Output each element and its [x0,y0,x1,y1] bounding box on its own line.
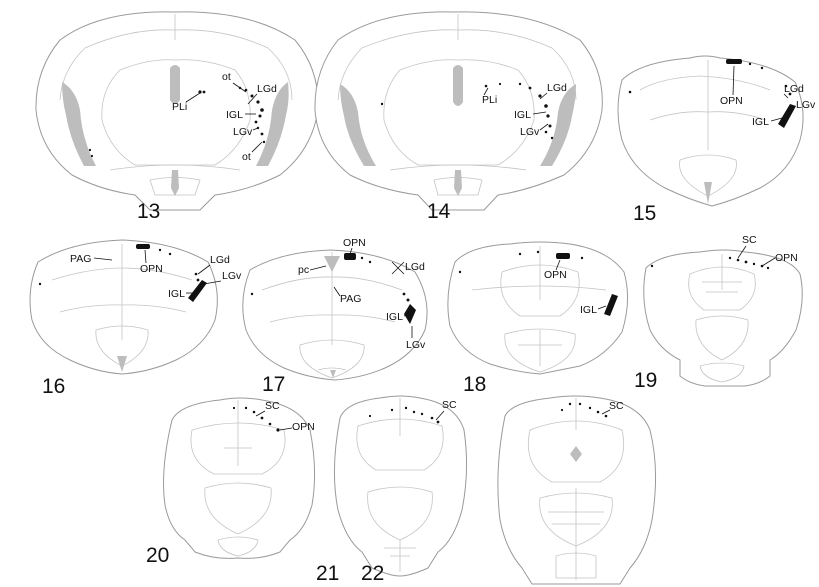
section-number-16: 16 [42,375,65,398]
label-PAG: PAG [70,253,91,265]
label-OPN: OPN [720,95,743,107]
label-OPN: OPN [544,269,567,281]
label-SC: SC [742,234,757,246]
label-OPN: OPN [343,237,366,249]
section-15: OPN LGd LGv IGL 15 [618,56,816,225]
section-16: PAG OPN LGd LGv IGL 16 [30,240,242,398]
label-OPN: OPN [775,252,798,264]
section-17: OPN pc LGd PAG IGL LGv 17 [243,237,427,396]
section-number-20: 20 [146,544,169,567]
label-SC: SC [442,399,457,411]
section-14: LGd PLi IGL LGv 14 [315,12,602,223]
label-OPN: OPN [292,421,315,433]
label-PLi: PLi [482,94,497,106]
section-number-17: 17 [262,373,285,396]
label-ot: ot [222,71,231,83]
section-19: SC OPN 19 [634,234,802,392]
label-LGd: LGd [210,254,230,266]
label-SC: SC [609,400,624,412]
label-IGL: IGL [226,109,243,121]
section-number-14: 14 [427,200,451,223]
label-IGL: IGL [168,288,185,300]
label-IGL: IGL [386,311,403,323]
section-21: SC 21 [316,396,467,585]
label-PAG: PAG [340,293,361,305]
label-LGd: LGd [405,261,425,273]
section-18: OPN IGL 18 [448,242,628,396]
label-LGd: LGd [257,83,277,95]
section-number-18: 18 [463,373,486,396]
section-number-13: 13 [137,200,160,223]
section-number-19: 19 [634,369,657,392]
section-number-21: 21 [316,562,339,585]
section-13: ot LGd PLi IGL LGv ot 13 [36,12,318,223]
section-20: SC OPN 20 [146,398,315,567]
label-LGv: LGv [406,339,426,351]
section-number-22: 22 [361,562,384,585]
label-LGd: LGd [784,83,804,95]
label-LGd: LGd [547,82,567,94]
label-IGL: IGL [752,116,769,128]
section-number-15: 15 [633,202,656,225]
label-LGv: LGv [222,270,242,282]
label-PLi: PLi [172,101,187,113]
label-LGv: LGv [520,126,540,138]
label-LGv: LGv [796,99,816,111]
label-SC: SC [265,400,280,412]
label-IGL: IGL [580,304,597,316]
label-OPN: OPN [140,263,163,275]
label-ot-lower: ot [242,151,251,163]
label-IGL: IGL [514,109,531,121]
label-pc: pc [298,264,309,276]
label-LGv: LGv [233,126,253,138]
